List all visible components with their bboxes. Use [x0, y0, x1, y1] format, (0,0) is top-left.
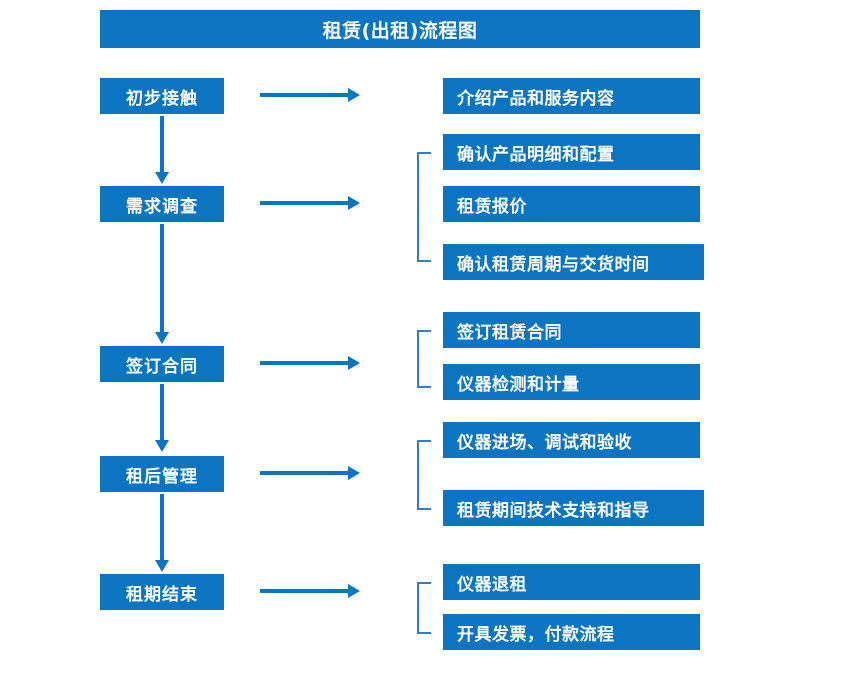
group-bracket-4	[417, 440, 431, 510]
stage-box-5[interactable]: 租期结束	[100, 574, 224, 610]
arrow-right-icon-3	[260, 356, 360, 370]
stage-label: 需求调查	[126, 196, 198, 217]
stage-label: 租期结束	[126, 584, 198, 605]
detail-label: 介绍产品和服务内容	[457, 88, 615, 109]
group-bracket-3	[417, 330, 431, 388]
detail-box-3-2[interactable]: 仪器检测和计量	[443, 364, 700, 400]
detail-label: 仪器进场、调试和验收	[457, 432, 632, 453]
detail-box-4-2[interactable]: 租赁期间技术支持和指导	[443, 490, 704, 526]
arrow-down-icon-1	[155, 116, 169, 184]
stage-label: 初步接触	[126, 88, 198, 109]
detail-label: 开具发票，付款流程	[457, 624, 615, 645]
detail-box-2-2[interactable]: 租赁报价	[443, 186, 700, 222]
stage-label: 签订合同	[126, 356, 198, 377]
detail-box-5-2[interactable]: 开具发票，付款流程	[443, 614, 700, 650]
arrow-right-icon-1	[260, 88, 360, 102]
group-bracket-5	[417, 582, 431, 634]
detail-label: 签订租赁合同	[457, 322, 562, 343]
detail-box-2-1[interactable]: 确认产品明细和配置	[443, 134, 700, 170]
detail-label: 确认租赁周期与交货时间	[457, 254, 650, 275]
detail-label: 租赁期间技术支持和指导	[457, 500, 650, 521]
detail-label: 仪器退租	[457, 574, 527, 595]
detail-box-4-1[interactable]: 仪器进场、调试和验收	[443, 422, 700, 458]
stage-label: 租后管理	[126, 466, 198, 487]
stage-box-2[interactable]: 需求调查	[100, 186, 224, 222]
arrow-right-icon-5	[260, 584, 360, 598]
detail-label: 租赁报价	[457, 196, 527, 217]
detail-label: 确认产品明细和配置	[457, 144, 615, 165]
detail-label: 仪器检测和计量	[457, 374, 580, 395]
arrow-down-icon-2	[155, 224, 169, 344]
detail-box-2-3[interactable]: 确认租赁周期与交货时间	[443, 244, 704, 280]
arrow-down-icon-3	[155, 384, 169, 452]
group-bracket-2	[417, 152, 431, 262]
detail-box-1-1[interactable]: 介绍产品和服务内容	[443, 78, 700, 114]
arrow-right-icon-4	[260, 466, 360, 480]
arrow-down-icon-4	[155, 494, 169, 572]
page-title: 租赁(出租)流程图	[100, 10, 700, 48]
stage-box-1[interactable]: 初步接触	[100, 78, 224, 114]
stage-box-3[interactable]: 签订合同	[100, 346, 224, 382]
arrow-right-icon-2	[260, 196, 360, 210]
stage-box-4[interactable]: 租后管理	[100, 456, 224, 492]
detail-box-3-1[interactable]: 签订租赁合同	[443, 312, 700, 348]
detail-box-5-1[interactable]: 仪器退租	[443, 564, 700, 600]
